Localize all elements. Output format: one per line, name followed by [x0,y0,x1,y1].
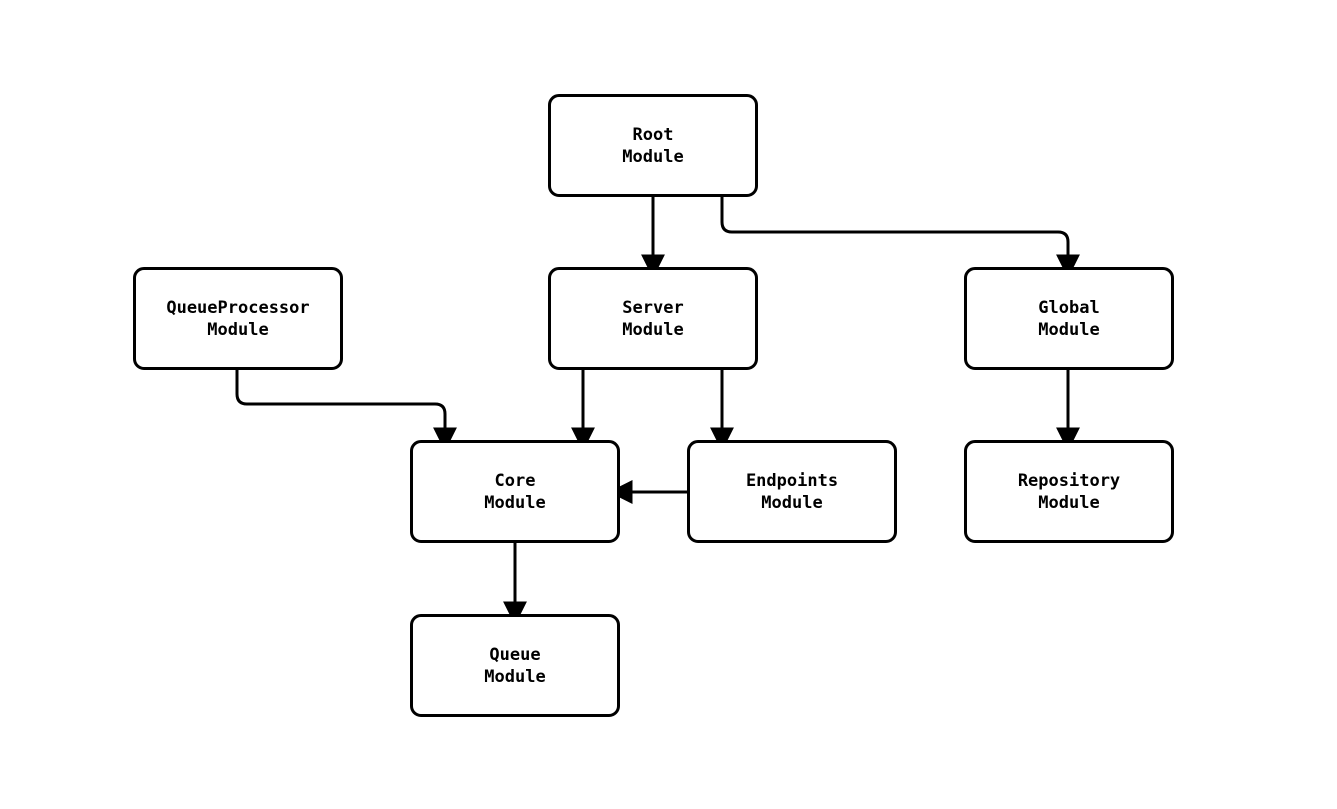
node-server-module[interactable]: Server Module [548,267,758,370]
node-label-core-module: Core Module [484,470,546,513]
node-label-queueprocessor-module: QueueProcessor Module [166,297,310,340]
node-label-repository-module: Repository Module [1017,470,1121,513]
node-label-global-module: Global Module [1038,297,1100,340]
node-label-server-module: Server Module [622,297,684,340]
edge-root-global [720,197,1080,279]
node-label-root-module: Root Module [622,124,684,167]
node-global-module[interactable]: Global Module [964,267,1174,370]
node-label-endpoints-module: Endpoints Module [745,470,839,513]
edge-queueprocessor-core [235,370,457,452]
node-label-queue-module: Queue Module [484,644,546,687]
node-repository-module[interactable]: Repository Module [964,440,1174,543]
node-root-module[interactable]: Root Module [548,94,758,197]
edges-group [235,197,1080,626]
node-endpoints-module[interactable]: Endpoints Module [687,440,897,543]
node-queue-module[interactable]: Queue Module [410,614,620,717]
node-queueprocessor-module[interactable]: QueueProcessor Module [133,267,343,370]
node-core-module[interactable]: Core Module [410,440,620,543]
